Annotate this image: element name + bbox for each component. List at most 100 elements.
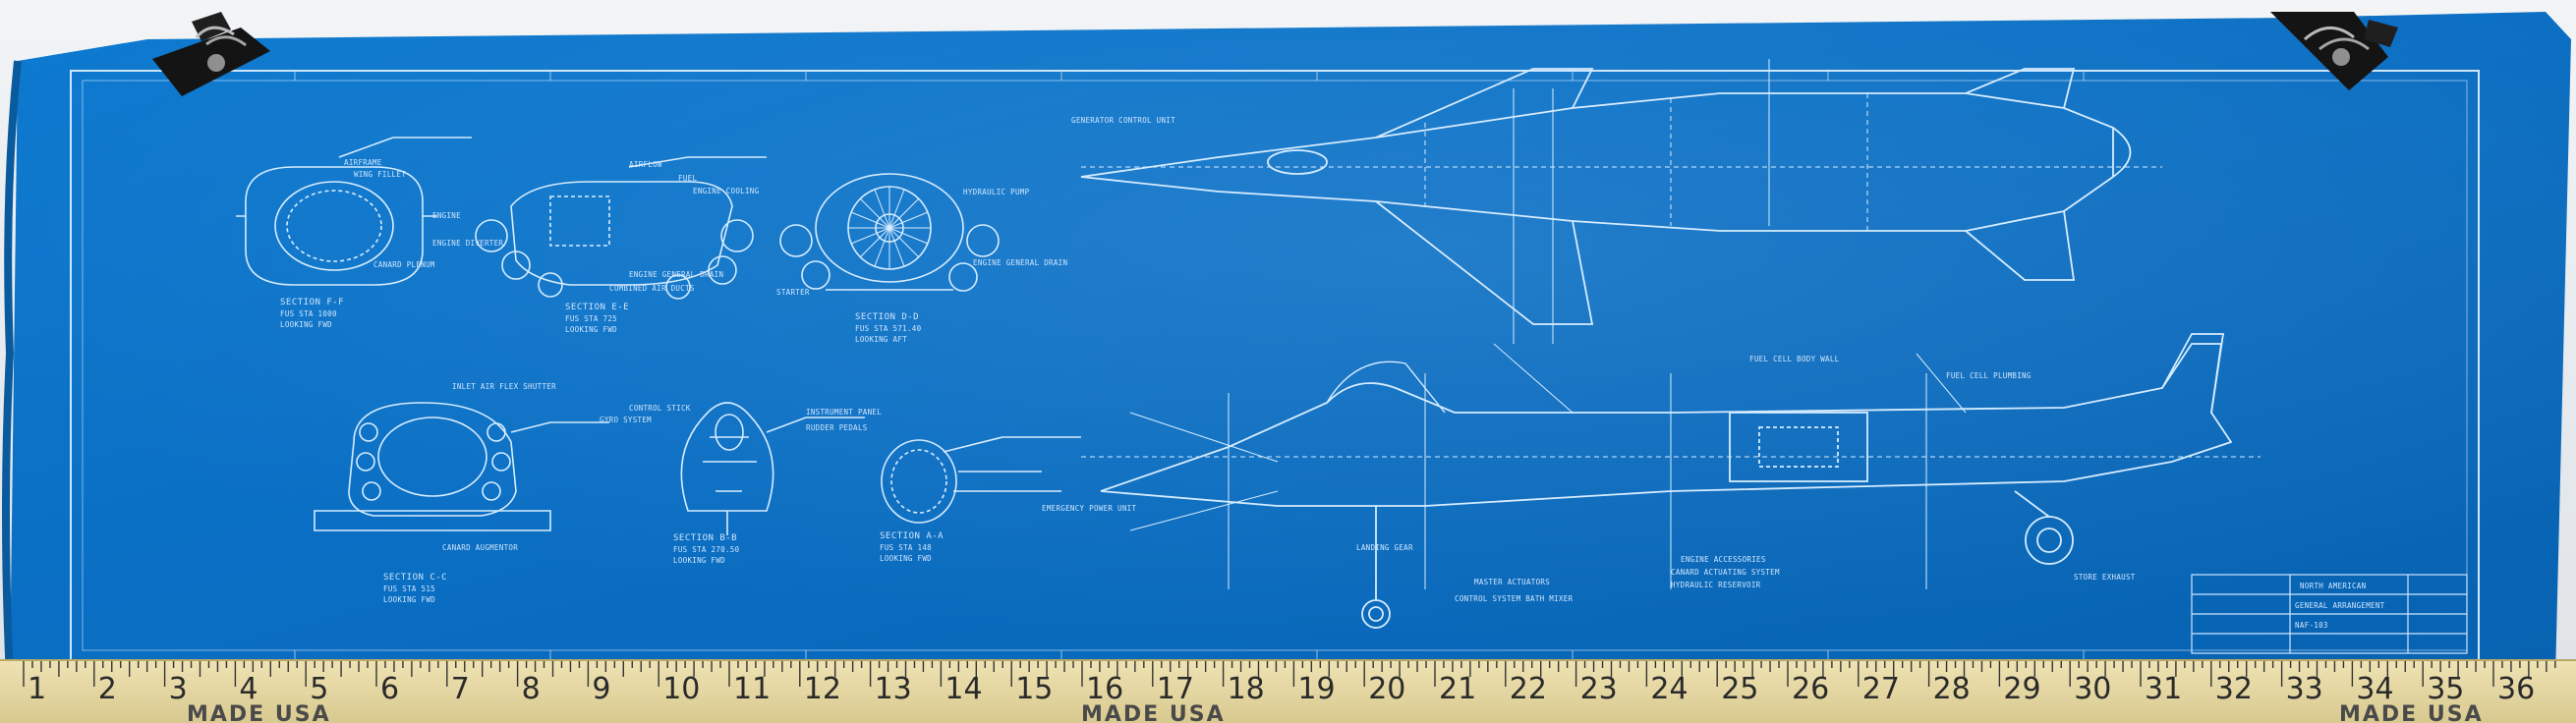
section-d-d-sub1: FUS STA 571.40: [855, 324, 922, 333]
ruler-number: 30: [2074, 672, 2111, 706]
section-c-c-drawing: [314, 402, 609, 531]
ruler-number: 27: [1862, 672, 1900, 706]
section-b-b-sub2: LOOKING FWD: [673, 556, 725, 565]
ruler-ticks: [23, 661, 2556, 687]
ruler-number: 28: [1933, 672, 1971, 706]
ruler-number: 15: [1015, 672, 1053, 706]
section-e-e-title: SECTION E-E: [565, 303, 629, 312]
callout: AIRFLOW: [629, 160, 662, 169]
aircraft-top-view: [1080, 59, 2162, 344]
title-drawing-no: NAF-103: [2295, 621, 2328, 630]
callout: CANARD PLENUM: [373, 260, 435, 269]
ruler-number: 12: [804, 672, 841, 706]
callout: EMERGENCY POWER UNIT: [1042, 504, 1136, 513]
binder-clip-right: [2270, 12, 2398, 90]
ruler-number: 26: [1792, 672, 1829, 706]
section-b-b-title: SECTION B-B: [673, 533, 737, 543]
ruler-number: 3: [169, 672, 188, 706]
title-block-text: NORTH AMERICAN GENERAL ARRANGEMENT NAF-1…: [2295, 582, 2385, 630]
section-b-b-sub1: FUS STA 270.50: [673, 545, 740, 554]
ruler-number: 11: [733, 672, 771, 706]
callout: ENGINE ACCESSORIES: [1681, 555, 1766, 564]
title-company: NORTH AMERICAN: [2300, 582, 2366, 590]
ruler-number: 17: [1157, 672, 1194, 706]
callout: GENERATOR CONTROL UNIT: [1071, 116, 1175, 125]
section-f-f-sub2: LOOKING FWD: [280, 320, 332, 329]
callout: MASTER ACTUATORS: [1474, 578, 1550, 586]
callout: GYRO SYSTEM: [600, 416, 652, 424]
callout: AIRFRAME: [344, 158, 382, 167]
section-d-d-title: SECTION D-D: [855, 312, 919, 322]
section-f-f-sub1: FUS STA 1000: [280, 309, 337, 318]
ruler-number: 32: [2215, 672, 2253, 706]
section-c-c-sub2: LOOKING FWD: [383, 595, 435, 604]
section-f-f-drawing: [236, 137, 472, 286]
callout: ENGINE DIVERTER: [432, 239, 503, 248]
section-c-c-title: SECTION C-C: [383, 573, 447, 583]
section-a-a-sub2: LOOKING FWD: [880, 554, 932, 563]
ruler-brand-mid: MADE USA: [1081, 702, 1226, 723]
callout: CONTROL STICK: [629, 404, 691, 413]
ruler-number: 13: [875, 672, 912, 706]
ruler-number: 8: [522, 672, 541, 706]
ruler-brand-right: MADE USA: [2339, 702, 2484, 723]
ruler-number: 24: [1650, 672, 1688, 706]
ruler-number: 20: [1368, 672, 1405, 706]
section-d-d-sub2: LOOKING AFT: [855, 335, 907, 344]
section-d-d-drawing: [779, 173, 1000, 292]
ruler-number: 5: [310, 672, 328, 706]
ruler-number: 36: [2497, 672, 2535, 706]
section-e-e-sub1: FUS STA 725: [565, 314, 617, 323]
ruler-number: 7: [451, 672, 470, 706]
title-project: GENERAL ARRANGEMENT: [2295, 601, 2385, 610]
title-block: [2191, 574, 2468, 654]
ruler-number: 22: [1510, 672, 1547, 706]
callout: CANARD ACTUATING SYSTEM: [1671, 568, 1780, 577]
callout: CANARD AUGMENTOR: [442, 543, 518, 552]
callout: FUEL CELL PLUMBING: [1946, 371, 2032, 380]
ruler-number: 33: [2286, 672, 2323, 706]
callout: STORE EXHAUST: [2074, 573, 2136, 582]
section-c-c-sub1: FUS STA 515: [383, 584, 435, 593]
callout: STARTER: [776, 288, 810, 297]
ruler-number: 16: [1086, 672, 1123, 706]
ruler-number: 29: [2003, 672, 2040, 706]
callout: INLET AIR FLEX SHUTTER: [452, 382, 556, 391]
ruler-number: 19: [1297, 672, 1335, 706]
callout: WING FILLET: [354, 170, 406, 179]
ruler-number: 2: [98, 672, 117, 706]
section-e-e-sub2: LOOKING FWD: [565, 325, 617, 334]
callout: HYDRAULIC RESERVOIR: [1671, 581, 1761, 589]
callout: RUDDER PEDALS: [806, 423, 868, 432]
callout: ENGINE GENERAL DRAIN: [629, 270, 723, 279]
ruler-brand-left: MADE USA: [187, 702, 331, 723]
section-e-e-drawing: [475, 156, 767, 300]
ruler-number: 18: [1228, 672, 1265, 706]
ruler-number: 35: [2427, 672, 2464, 706]
ruler-number: 21: [1439, 672, 1476, 706]
callout-labels: AIRFRAME WING FILLET ENGINE ENGINE DIVER…: [344, 116, 2136, 603]
aircraft-side-view: [1081, 333, 2261, 629]
section-labels: SECTION F-F FUS STA 1000 LOOKING FWD SEC…: [280, 298, 944, 604]
callout: CONTROL SYSTEM BATH MIXER: [1455, 594, 1574, 603]
ruler-number: 1: [28, 672, 46, 706]
ruler-number: 4: [239, 672, 258, 706]
callout: HYDRAULIC PUMP: [963, 188, 1030, 196]
ruler-number: 34: [2356, 672, 2393, 706]
callout: COMBINED AIR DUCTS: [609, 284, 695, 293]
ruler-number: 6: [380, 672, 399, 706]
blueprint-sheet: [2, 12, 2571, 679]
ruler-number: 10: [662, 672, 700, 706]
binder-clip-left: [152, 12, 270, 96]
section-a-a-title: SECTION A-A: [880, 531, 944, 541]
callout: ENGINE GENERAL DRAIN: [973, 258, 1067, 267]
callout: ENGINE COOLING: [693, 187, 760, 195]
callout: LANDING GEAR: [1356, 543, 1413, 552]
callout: ENGINE: [432, 211, 461, 220]
ruler-number: 31: [2145, 672, 2182, 706]
section-b-b-drawing: [680, 402, 865, 535]
section-a-a-drawing: [881, 436, 1081, 524]
section-a-a-sub1: FUS STA 148: [880, 543, 932, 552]
